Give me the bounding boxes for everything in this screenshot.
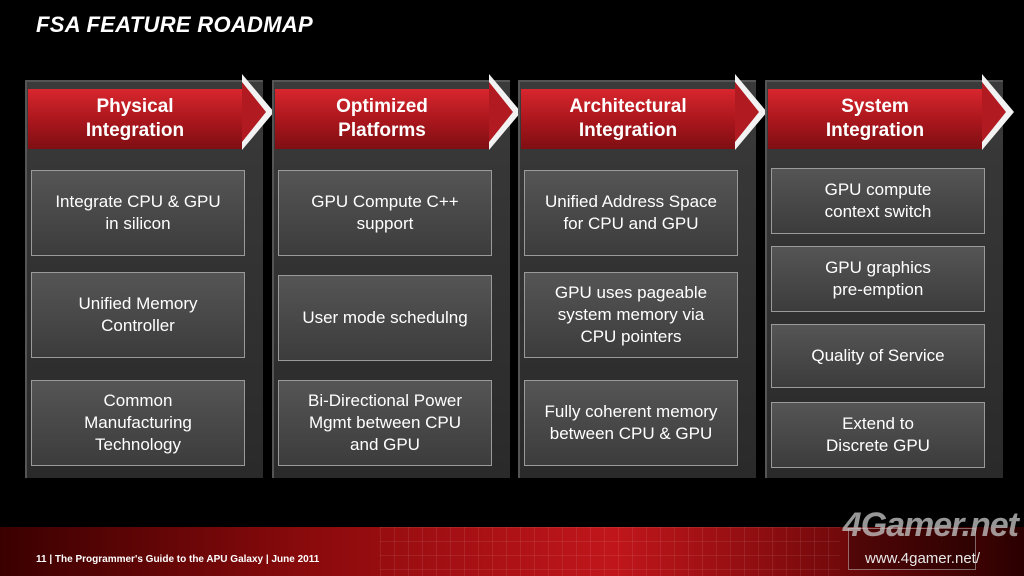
arrow-right-icon bbox=[242, 74, 274, 150]
arrow-right-icon bbox=[735, 74, 767, 150]
feature-box: Quality of Service bbox=[771, 324, 985, 388]
column-header: Physical Integration bbox=[28, 89, 242, 149]
column-header: Architectural Integration bbox=[521, 89, 735, 149]
feature-box: GPU compute context switch bbox=[771, 168, 985, 234]
footer-bar bbox=[0, 527, 1024, 576]
footer-text: 11 | The Programmer's Guide to the APU G… bbox=[36, 554, 320, 565]
column-system-integration: System Integration GPU compute context s… bbox=[765, 74, 1014, 478]
amd-fusion-logo bbox=[848, 528, 976, 570]
feature-box: Bi-Directional Power Mgmt between CPU an… bbox=[278, 380, 492, 466]
feature-box: GPU uses pageable system memory via CPU … bbox=[524, 272, 738, 358]
watermark-url: www.4gamer.net/ bbox=[864, 550, 980, 567]
column-physical-integration: Physical Integration Integrate CPU & GPU… bbox=[25, 74, 274, 478]
column-header: System Integration bbox=[768, 89, 982, 149]
feature-box: User mode schedulng bbox=[278, 275, 492, 361]
column-architectural-integration: Architectural Integration Unified Addres… bbox=[518, 74, 767, 478]
feature-box: GPU graphics pre-emption bbox=[771, 246, 985, 312]
feature-box: Fully coherent memory between CPU & GPU bbox=[524, 380, 738, 466]
column-header: Optimized Platforms bbox=[275, 89, 489, 149]
column-optimized-platforms: Optimized Platforms GPU Compute C++ supp… bbox=[272, 74, 521, 478]
arrow-right-icon bbox=[489, 74, 521, 150]
slide-title: FSA FEATURE ROADMAP bbox=[36, 12, 314, 37]
feature-box: Common Manufacturing Technology bbox=[31, 380, 245, 466]
feature-box: Extend to Discrete GPU bbox=[771, 402, 985, 468]
feature-box: GPU Compute C++ support bbox=[278, 170, 492, 256]
watermark-logo: 4Gamer.net bbox=[842, 506, 1019, 544]
feature-box: Unified Address Space for CPU and GPU bbox=[524, 170, 738, 256]
arrow-right-icon bbox=[982, 74, 1014, 150]
footer-grid-pattern bbox=[380, 527, 840, 576]
feature-box: Unified Memory Controller bbox=[31, 272, 245, 358]
feature-box: Integrate CPU & GPU in silicon bbox=[31, 170, 245, 256]
